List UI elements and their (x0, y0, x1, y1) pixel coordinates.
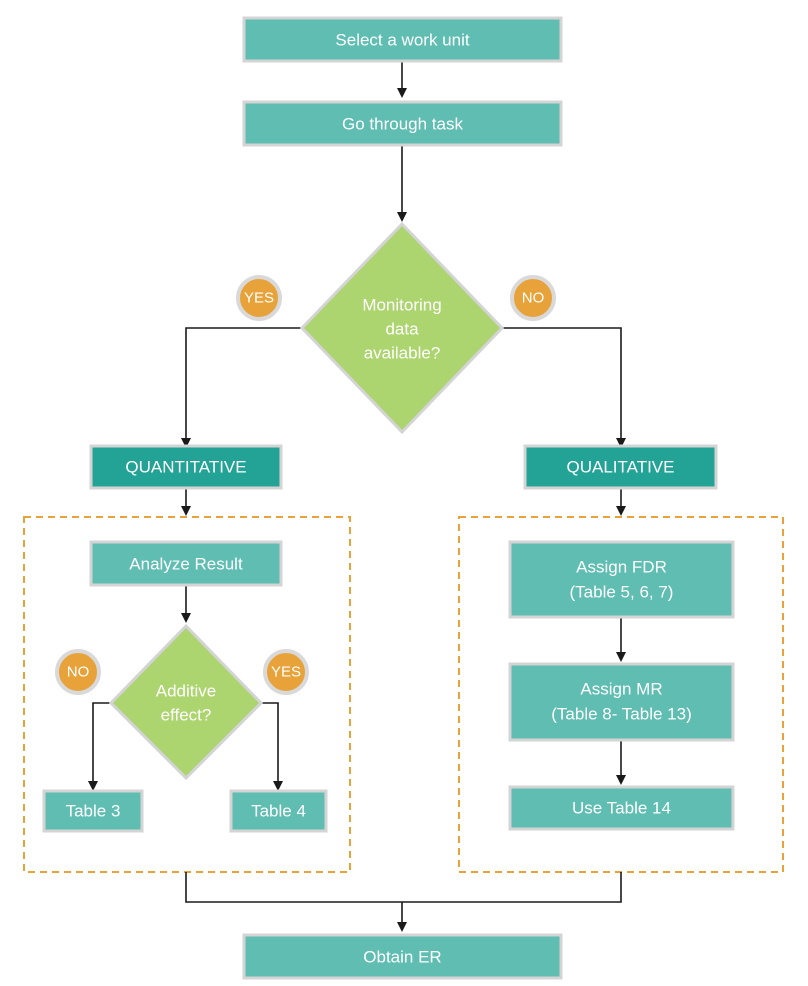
connector-inner-yes (261, 702, 283, 791)
assign-mr-node: Assign MR (Table 8- Table 13) (508, 662, 735, 742)
inner-yes-badge: YES (263, 649, 309, 695)
analyze-result-node: Analyze Result (89, 540, 283, 587)
connectors (88, 61, 626, 932)
go-through-task-node: Go through task (242, 100, 563, 147)
top-no-label: NO (522, 290, 545, 307)
table3-node: Table 3 (42, 789, 144, 833)
connector-no-branch (502, 327, 626, 448)
use-table14-node: Use Table 14 (508, 785, 735, 831)
connector-yes-branch (181, 327, 302, 448)
additive-decision-node: Additive effect? (108, 623, 264, 781)
connector-inner-no (88, 702, 111, 791)
connector-merge (185, 872, 622, 903)
go-through-task-label: Go through task (342, 115, 463, 134)
top-yes-label: YES (244, 290, 274, 307)
assign-fdr-line-2: (Table 5, 6, 7) (570, 583, 674, 602)
quantitative-group (23, 516, 351, 873)
table3-label: Table 3 (66, 802, 121, 821)
use-table14-label: Use Table 14 (572, 799, 671, 818)
assign-fdr-line-1: Assign FDR (576, 558, 667, 577)
select-work-unit-node: Select a work unit (242, 16, 563, 63)
additive-question-line-1: Additive (156, 682, 216, 701)
obtain-er-label: Obtain ER (363, 948, 441, 967)
monitoring-question-line-2: data (385, 320, 419, 339)
qualitative-label: QUALITATIVE (566, 458, 674, 477)
monitoring-question-line-3: available? (364, 344, 441, 363)
inner-no-label: NO (67, 664, 90, 681)
quantitative-node: QUANTITATIVE (89, 444, 283, 490)
inner-yes-label: YES (271, 664, 301, 681)
monitoring-question-line-1: Monitoring (362, 296, 441, 315)
assign-fdr-node: Assign FDR (Table 5, 6, 7) (508, 540, 735, 619)
monitoring-decision-node: Monitoring data available? (299, 221, 505, 435)
top-no-badge: NO (510, 275, 556, 321)
table4-label: Table 4 (251, 802, 306, 821)
quantitative-label: QUANTITATIVE (125, 458, 246, 477)
select-work-unit-label: Select a work unit (335, 31, 469, 50)
additive-question-line-2: effect? (161, 706, 212, 725)
table4-node: Table 4 (229, 789, 328, 833)
assign-mr-line-2: (Table 8- Table 13) (551, 705, 692, 724)
qualitative-node: QUALITATIVE (523, 444, 718, 490)
analyze-result-label: Analyze Result (129, 555, 243, 574)
top-yes-badge: YES (236, 275, 282, 321)
obtain-er-node: Obtain ER (242, 933, 563, 980)
inner-no-badge: NO (55, 649, 101, 695)
assign-mr-line-1: Assign MR (580, 680, 662, 699)
